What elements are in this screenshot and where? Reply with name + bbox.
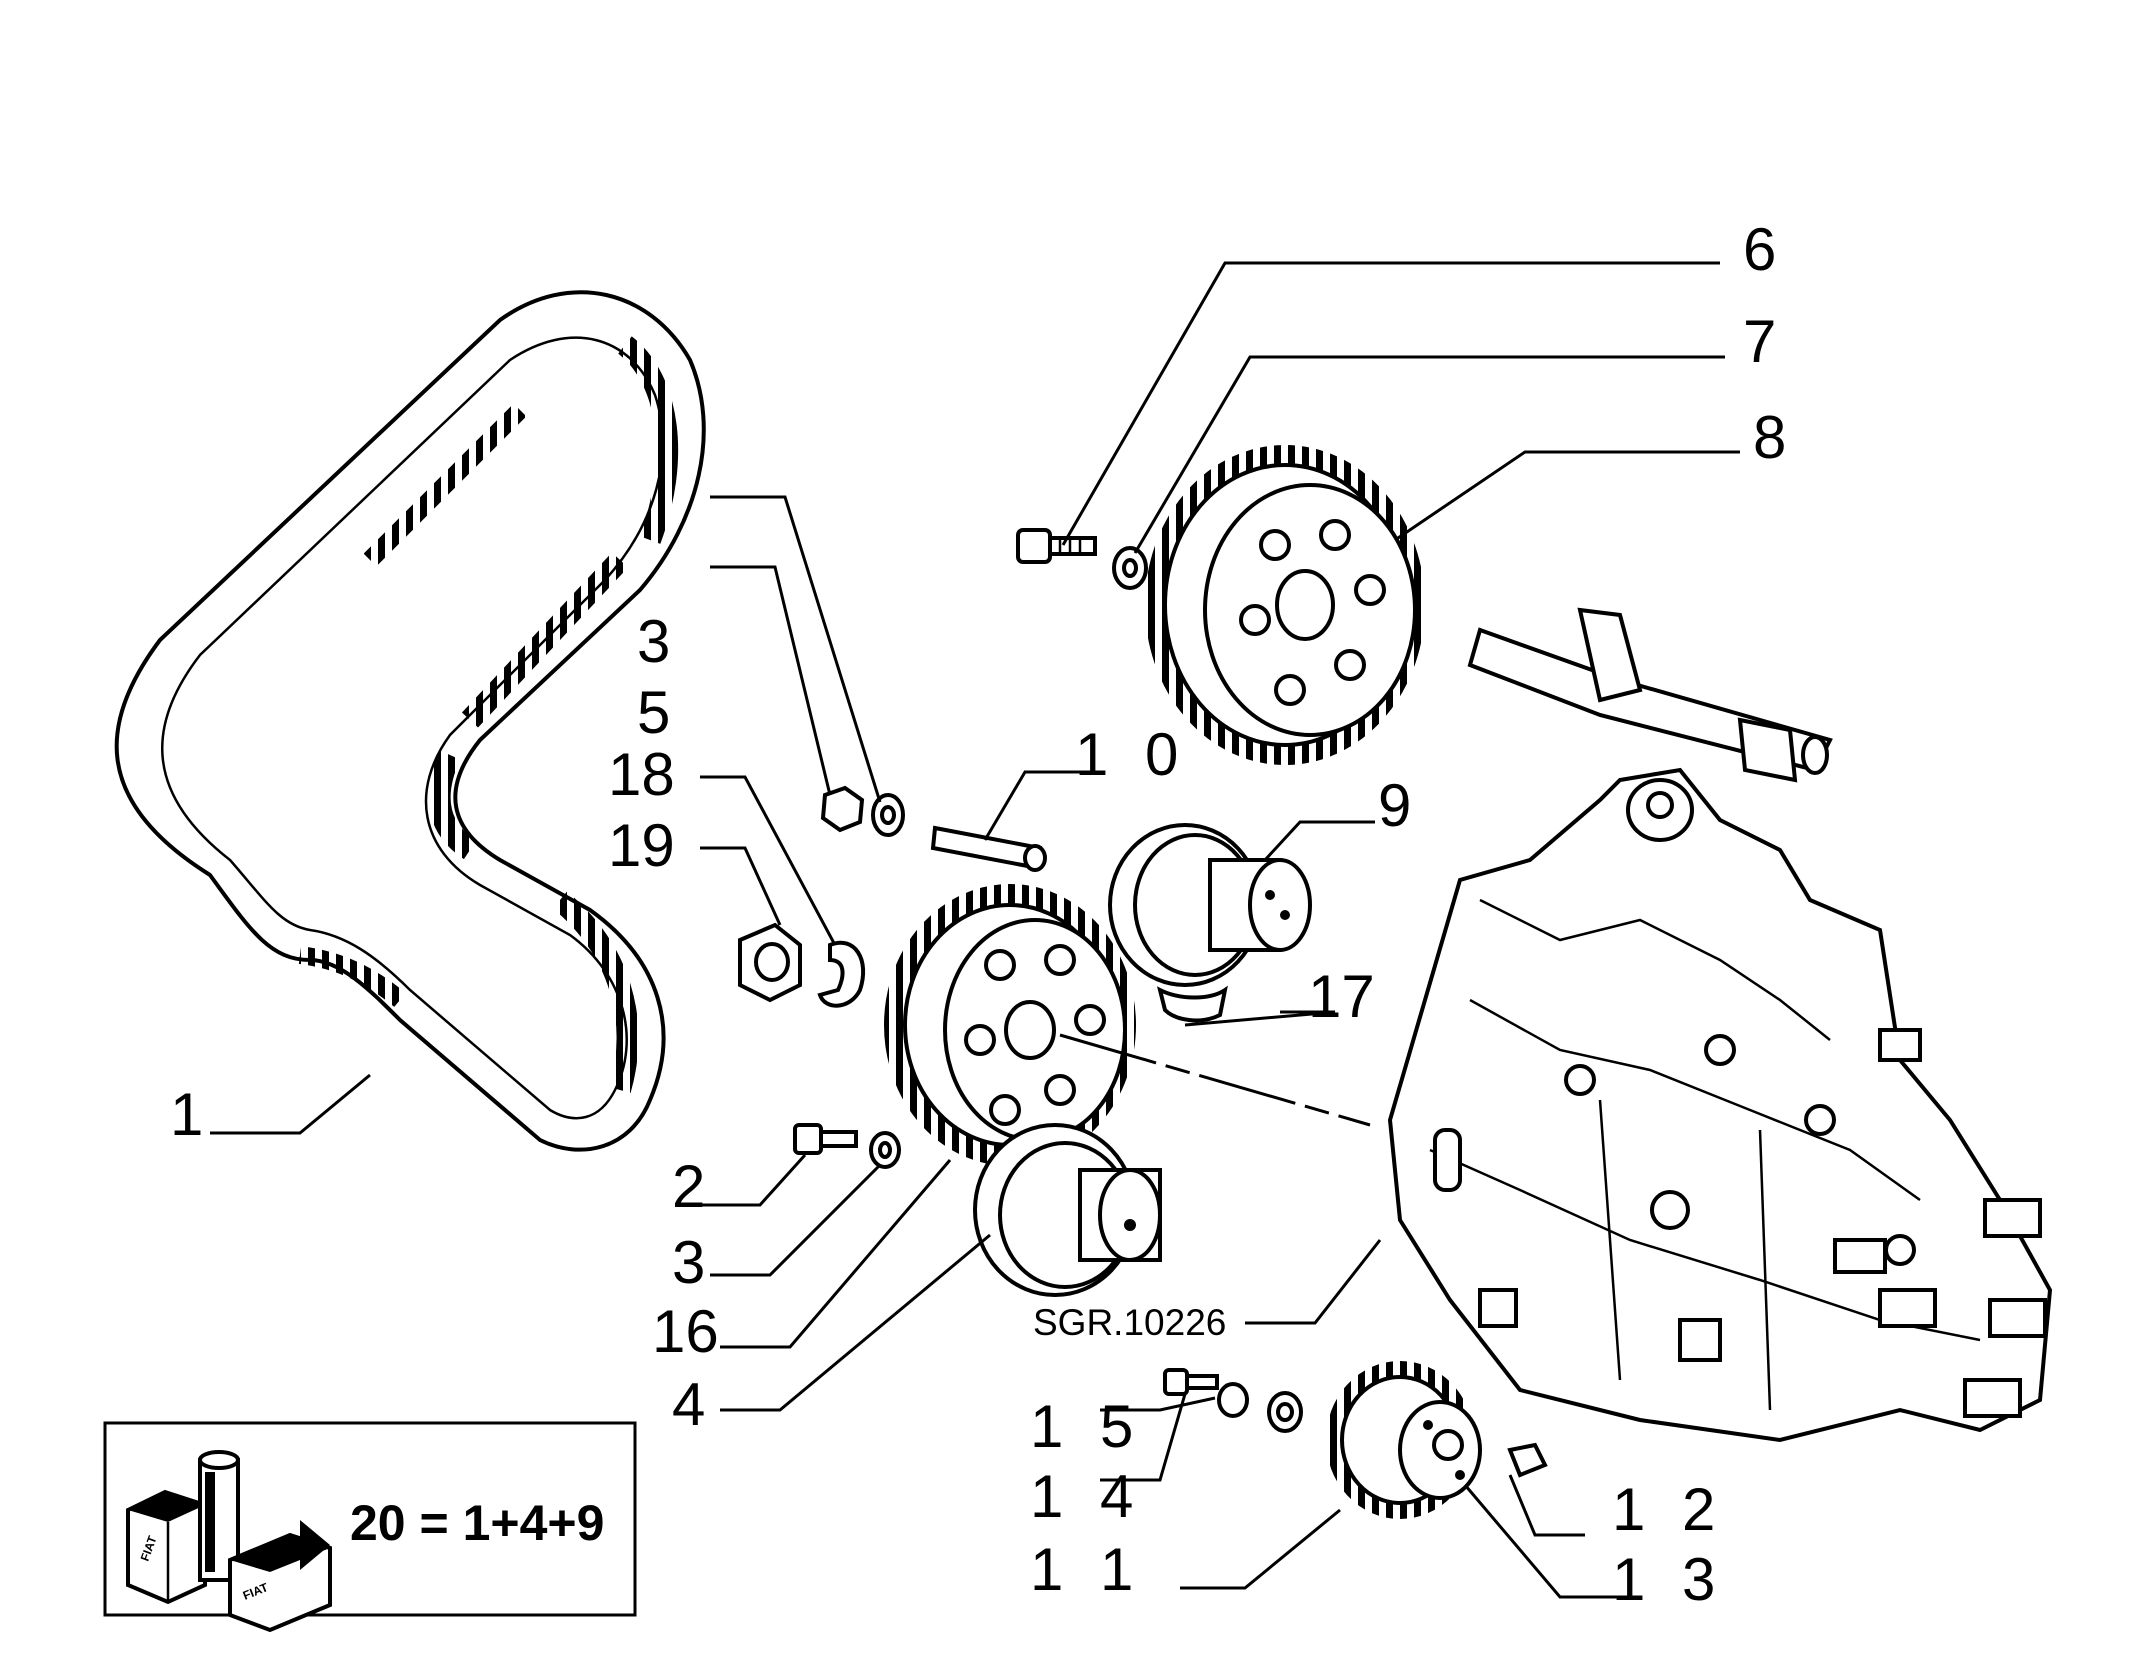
camshaft-pulley [1145,445,1425,765]
callout-15: 1 5 [1030,1393,1143,1460]
drive-pulley [884,884,1136,1166]
callout-17: 17 [1308,963,1375,1030]
leader-lines [210,261,1740,1599]
callout-11: 1 1 [1030,1536,1143,1603]
callout-14: 1 4 [1030,1463,1143,1530]
callout-16: 16 [652,1298,719,1365]
callout-9: 9 [1378,772,1411,839]
pump-pulley [1326,1361,1482,1519]
callout-2: 2 [672,1153,705,1220]
camshaft [1467,607,1833,783]
pulley-bolt [1016,528,1097,564]
tensioner-roller [1108,823,1312,987]
callout-18: 18 [608,741,675,808]
washer [1112,546,1148,590]
injection-pump [1387,767,2053,1443]
small-bolt [793,1123,858,1155]
woodruff-key [1157,985,1228,1023]
callout-4: 4 [672,1371,705,1438]
washer-lower [869,1131,901,1169]
spring-washer [817,940,866,1008]
hub-nut [1267,1391,1303,1433]
washer-upper [871,793,905,837]
callout-1: 1 [170,1081,203,1148]
callout-5: 5 [637,679,670,746]
callout-3a: 3 [637,608,670,675]
callout-13: 1 3 [1612,1546,1725,1613]
drawing-reference: SGR.10226 [1033,1302,1226,1343]
timing-belt [114,290,706,1152]
callout-10: 1 0 [1075,721,1188,788]
hex-nut [738,922,802,1003]
kit-packages-icon: FIAT FIAT [126,1450,332,1633]
callout-8: 8 [1753,404,1786,471]
nut [820,785,865,833]
stud [930,825,1047,872]
hub-washer [1217,1382,1249,1418]
hub-bolt [1163,1368,1219,1396]
callout-12: 1 2 [1612,1476,1725,1543]
callout-6: 6 [1743,216,1776,283]
kit-formula: 20 = 1+4+9 [350,1495,604,1551]
kit-box: FIAT FIAT 20 = 1+4+9 [103,1421,637,1633]
callout-3b: 3 [672,1229,705,1296]
pump-key [1507,1442,1548,1478]
idler-roller [973,1123,1162,1297]
callout-7: 7 [1743,308,1776,375]
callout-19: 19 [608,812,675,879]
callout-labels: 1 2 3 3 4 5 6 7 8 9 1 0 1 1 1 2 1 3 1 4 … [170,216,1786,1613]
